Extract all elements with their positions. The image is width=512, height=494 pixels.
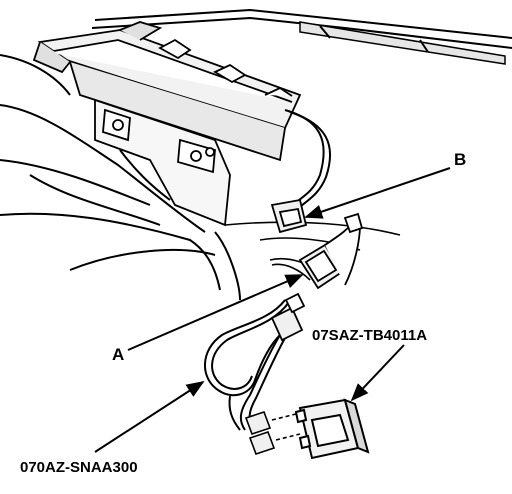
harness-part-number: 070AZ-SNAA300 <box>20 459 138 476</box>
connector-b <box>270 198 308 234</box>
callout-b-label: B <box>454 150 466 169</box>
tester-part-number: 07SAZ-TB4011A <box>312 327 427 344</box>
leader-harness <box>94 381 205 453</box>
leader-tester <box>350 344 405 402</box>
airbag-module <box>32 21 302 162</box>
callout-a-label: A <box>112 345 124 364</box>
harness-connector-upper <box>270 292 306 342</box>
connector-a <box>298 212 364 290</box>
mounting-bracket <box>94 98 231 227</box>
leader-b <box>304 167 451 219</box>
leader-a <box>127 274 304 351</box>
tester-box <box>294 398 370 460</box>
harness-connectors-lower <box>244 410 301 456</box>
roof-trim <box>91 8 512 65</box>
headliner-panel <box>0 54 241 301</box>
callout-leaders <box>94 167 451 453</box>
